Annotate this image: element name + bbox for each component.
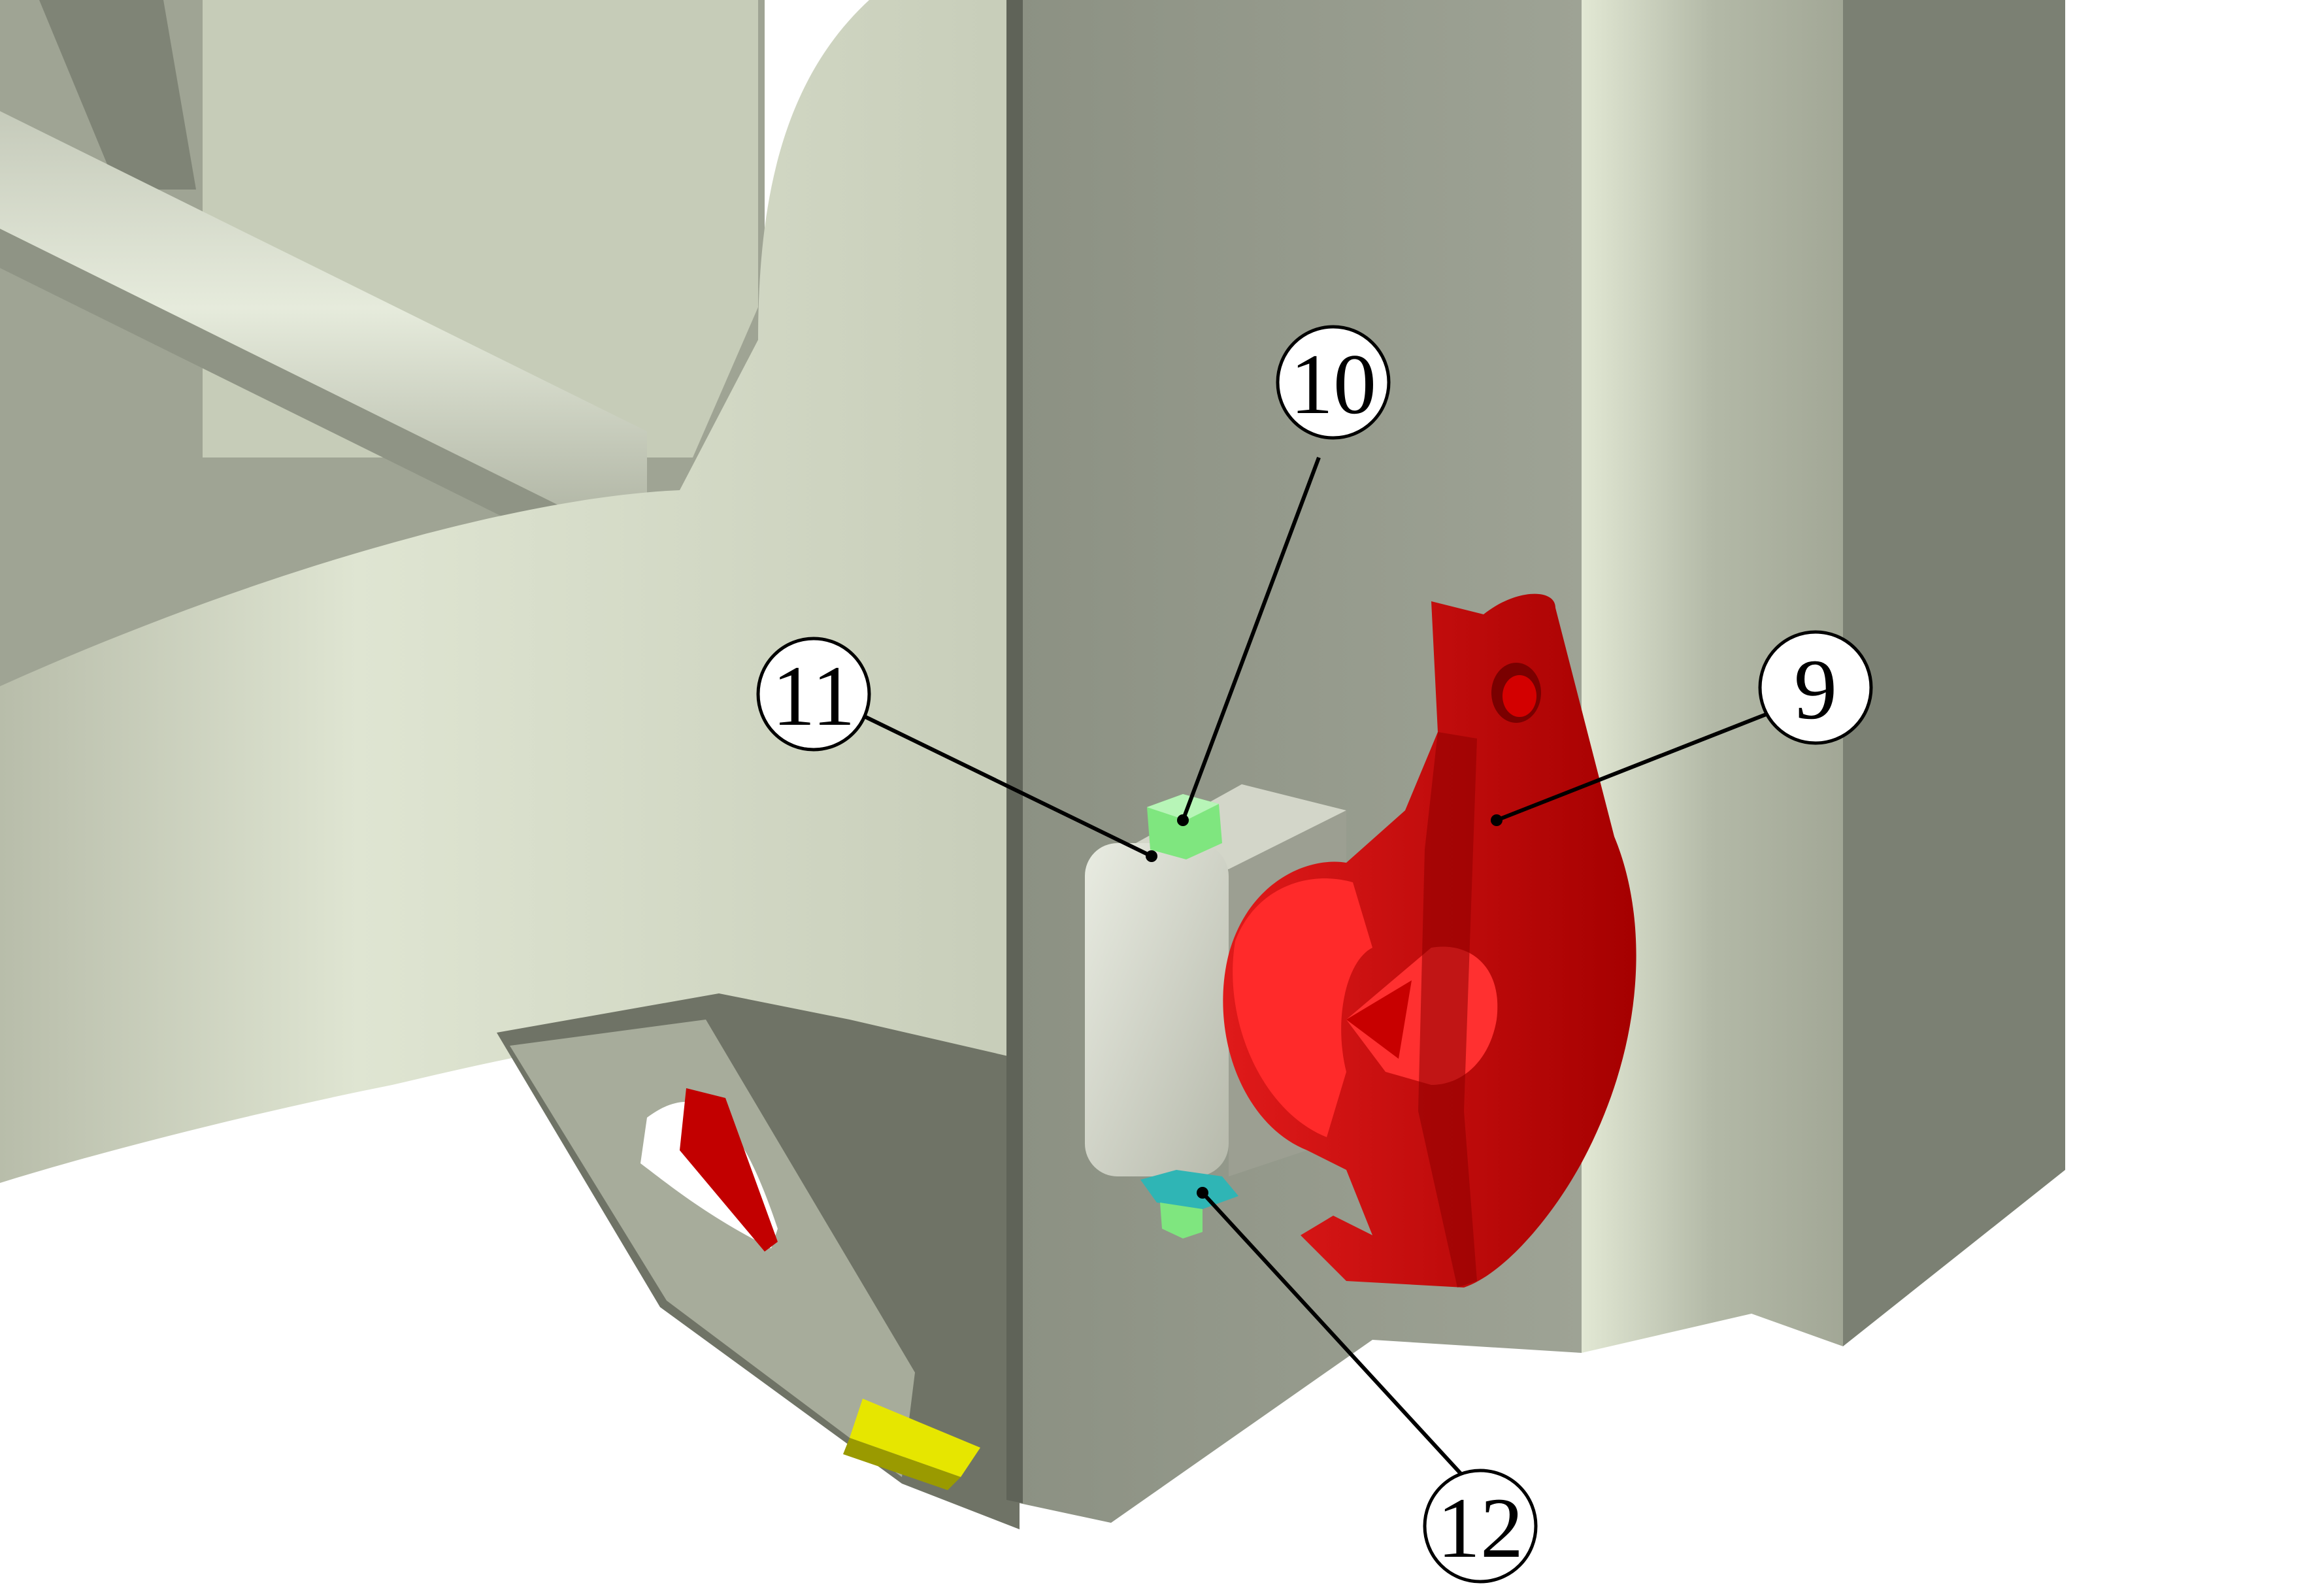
callout-9-circle <box>1758 630 1873 745</box>
leader-11 <box>855 710 1153 858</box>
top-bolt <box>1147 794 1222 859</box>
callout-12-label: 12 <box>1437 1480 1523 1576</box>
callout-11: 11 <box>756 637 871 752</box>
callout-10-circle <box>1276 325 1391 440</box>
frame-lower-bracket-face <box>510 1020 915 1477</box>
leader-dot-12 <box>1197 1187 1208 1199</box>
callout-12-circle <box>1423 1469 1538 1584</box>
leader-dot-10 <box>1177 814 1189 826</box>
callout-leaders <box>855 456 1772 1479</box>
bottom-bolt-thread <box>1160 1203 1203 1239</box>
callout-9: 9 <box>1758 630 1873 745</box>
callout-10: 10 <box>1276 325 1391 440</box>
yellow-wedge-side <box>843 1438 961 1490</box>
callout-bubbles: 10 11 9 12 <box>756 325 1873 1584</box>
frame-right-column-dark <box>1843 0 2065 1346</box>
frame-right-column-light <box>1582 0 1843 1353</box>
leader-9 <box>1495 710 1772 822</box>
leader-10 <box>1181 456 1321 822</box>
yellow-wedge <box>850 1399 980 1477</box>
top-bolt-hex-top <box>1147 794 1219 820</box>
latch-hook <box>1223 593 1636 1288</box>
leader-dot-9 <box>1491 814 1502 826</box>
frame-cross-tube <box>0 111 647 549</box>
frame-center-plate-edge <box>1006 0 1023 1503</box>
latch-hook-hub-face <box>1346 980 1412 1059</box>
leader-12 <box>1201 1191 1466 1479</box>
callout-12: 12 <box>1423 1469 1538 1584</box>
callout-9-label: 9 <box>1794 641 1837 737</box>
bottom-nut-hex <box>1140 1170 1238 1209</box>
mounting-block-front <box>1085 843 1229 1176</box>
callout-10-label: 10 <box>1290 336 1376 432</box>
frame-cross-tube-shadow <box>0 229 647 588</box>
latch-hook-front-lobe <box>1233 878 1372 1137</box>
callout-11-label: 11 <box>772 648 855 744</box>
frame-front-arm <box>0 0 1020 1183</box>
bottom-nut <box>1140 1170 1238 1239</box>
callout-11-circle <box>756 637 871 752</box>
latch-lower-tab <box>680 1088 778 1252</box>
frame-structure <box>0 0 2065 1529</box>
frame-top-notch <box>39 0 196 190</box>
latch-hook-edge <box>1418 732 1477 1288</box>
leader-dot-11 <box>1146 850 1157 862</box>
latch-hook-hole-inner <box>1502 675 1536 717</box>
